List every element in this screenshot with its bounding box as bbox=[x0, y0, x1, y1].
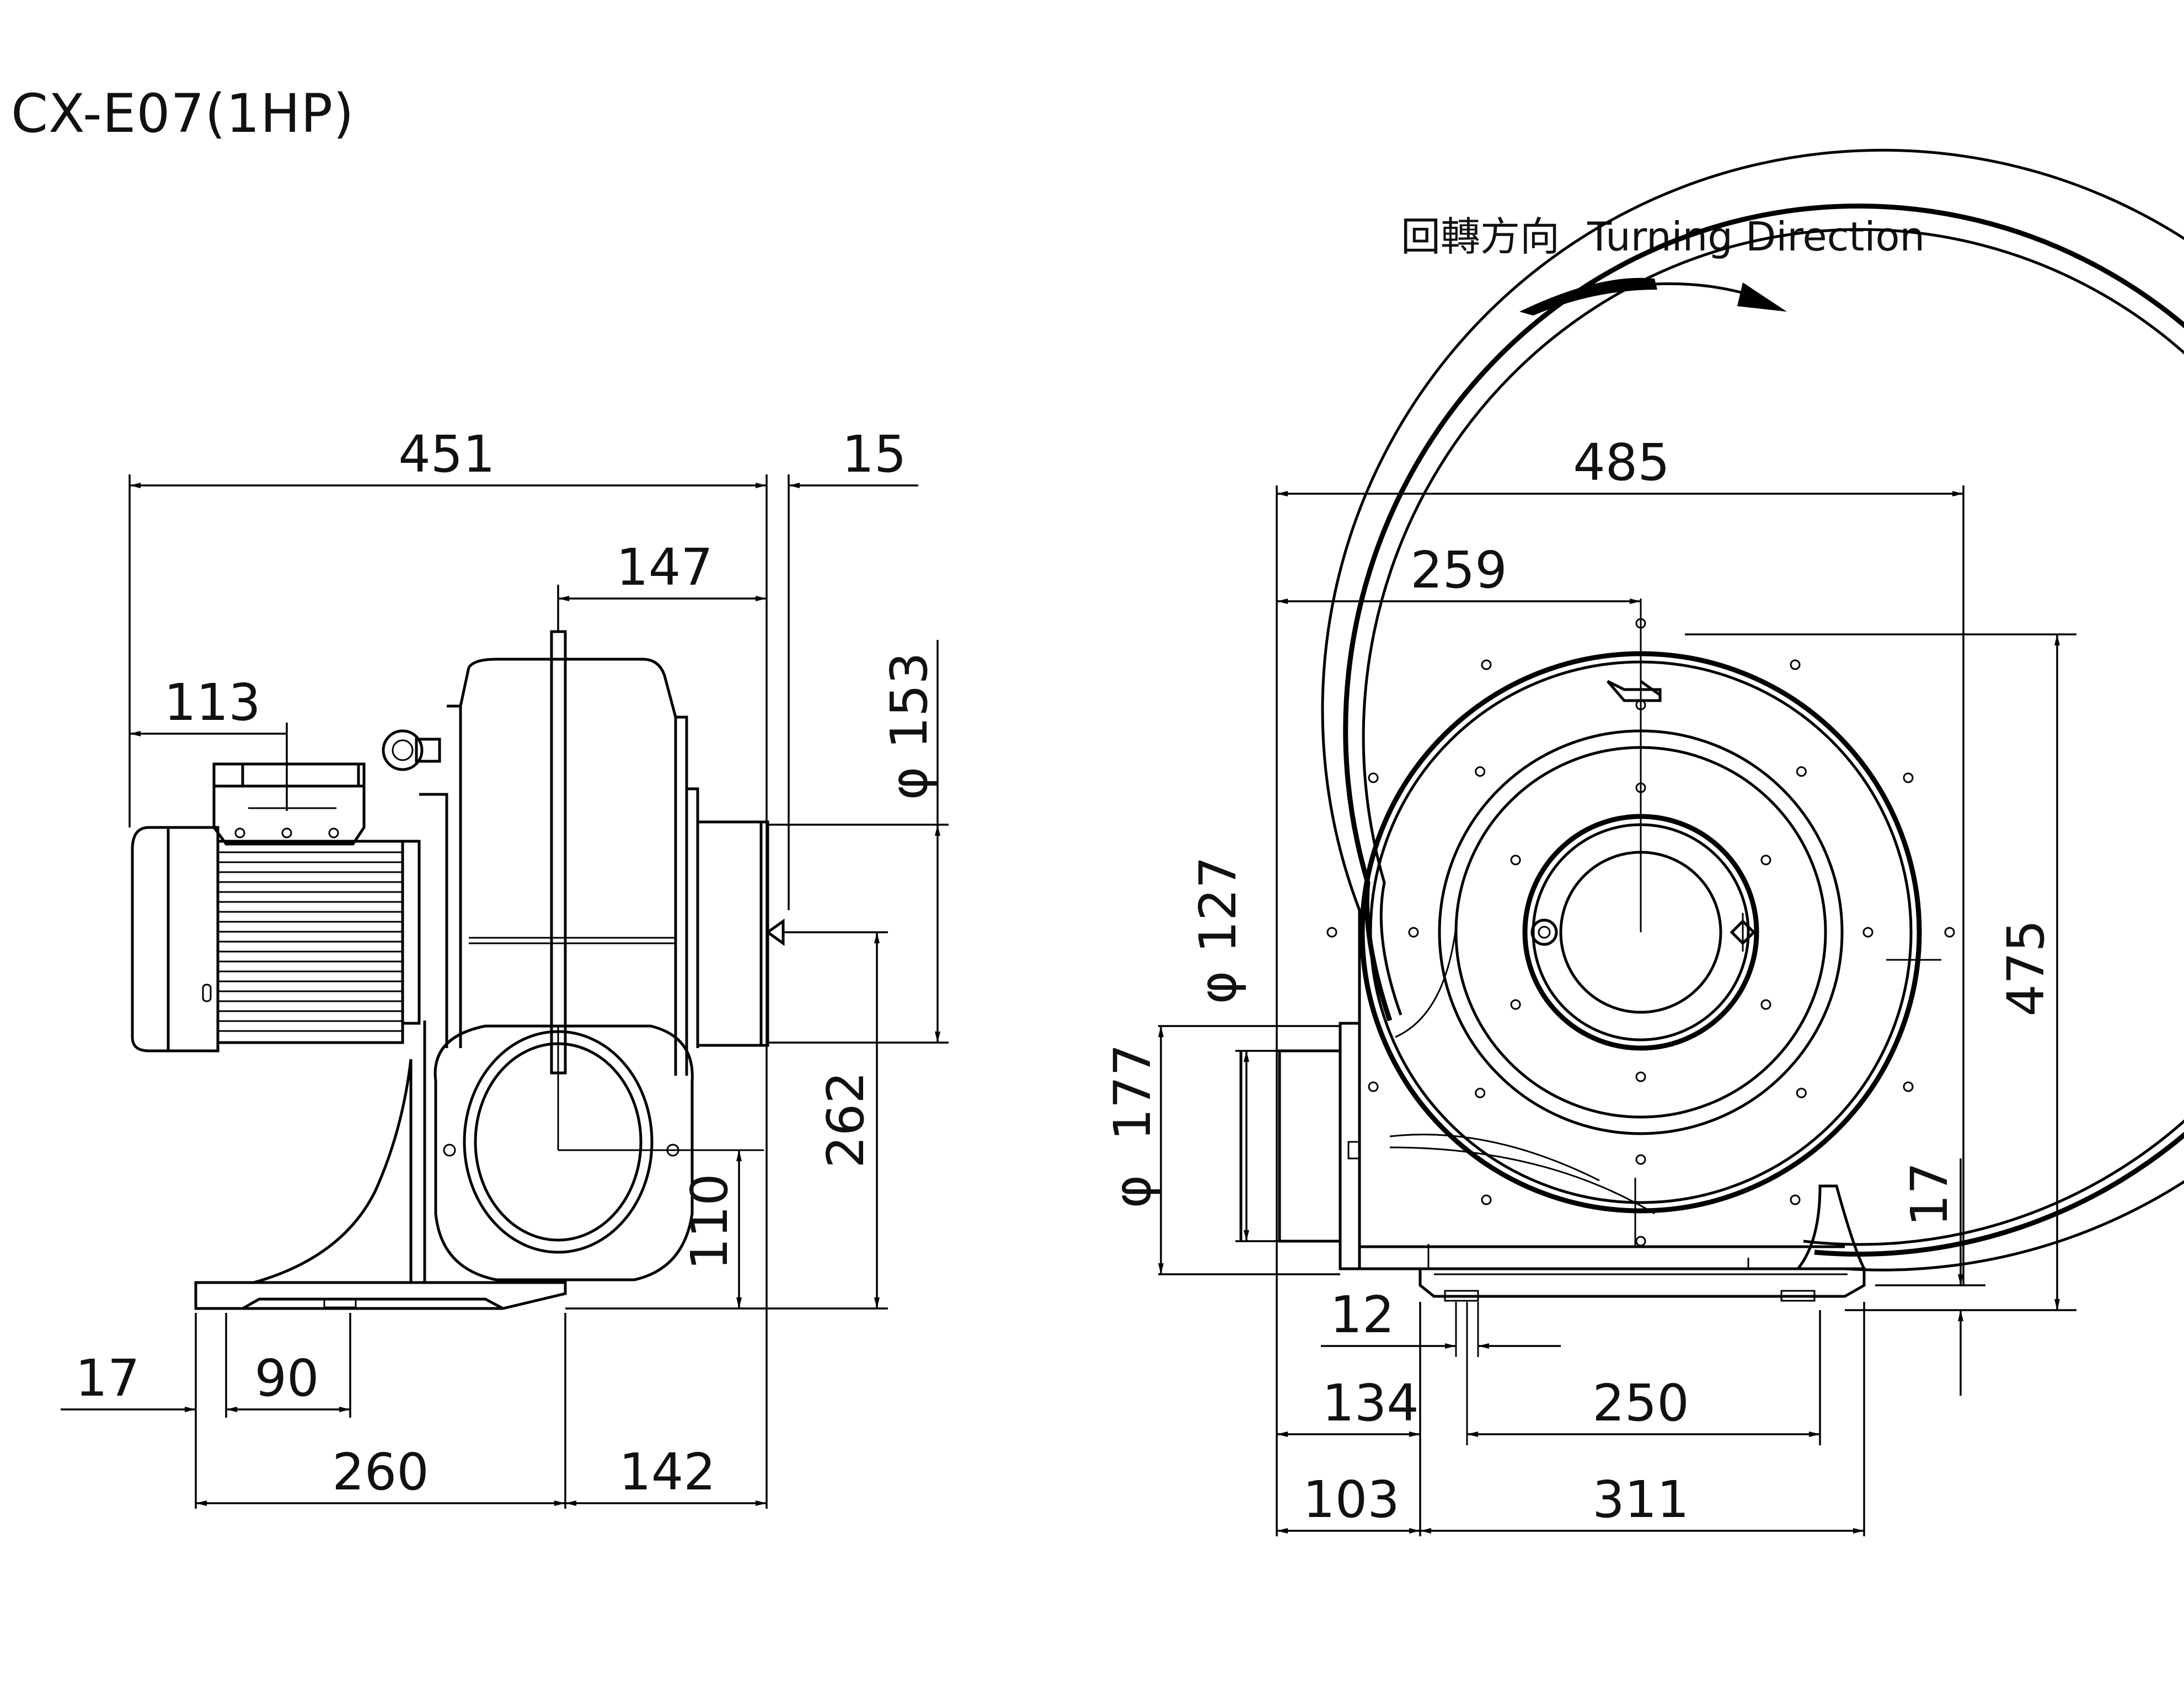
dim-142: 142 bbox=[619, 1443, 716, 1502]
dim-147: 147 bbox=[616, 538, 713, 597]
dim-262: 262 bbox=[816, 1071, 875, 1168]
side-inlet bbox=[433, 1024, 764, 1281]
front-extension-lines bbox=[1158, 485, 2076, 1536]
bolt-hole bbox=[1796, 766, 1807, 777]
front-rotation-mark-icon bbox=[1607, 680, 1662, 702]
dim-153: 153 bbox=[880, 652, 939, 749]
front-center-lines bbox=[1455, 599, 1642, 1445]
dim-diameter-symbol-127: φ bbox=[1189, 971, 1248, 1005]
bolt-hole bbox=[1475, 766, 1486, 777]
dim-103: 103 bbox=[1303, 1470, 1400, 1529]
dim-475: 475 bbox=[1996, 920, 2055, 1017]
side-motor bbox=[131, 826, 421, 1053]
bolt-hole bbox=[1635, 1154, 1646, 1165]
side-housing bbox=[419, 630, 699, 1076]
front-dimension-lines bbox=[1158, 491, 2060, 1534]
side-extension-lines bbox=[129, 474, 949, 1509]
bolt-hole bbox=[1760, 854, 1771, 866]
bolt-hole bbox=[1790, 659, 1801, 670]
bolt-hole bbox=[1475, 1087, 1486, 1098]
bolt-hole bbox=[1408, 927, 1419, 938]
bolt-hole bbox=[1635, 1236, 1646, 1247]
dim-250: 250 bbox=[1592, 1374, 1689, 1433]
bolt-hole bbox=[1790, 1194, 1801, 1205]
drawing-title: CX-E07(1HP) bbox=[11, 83, 355, 145]
dim-12: 12 bbox=[1330, 1285, 1394, 1344]
dim-113: 113 bbox=[164, 673, 261, 732]
bolt-hole bbox=[1760, 999, 1771, 1010]
bolt-hole bbox=[1903, 1081, 1914, 1092]
rotation-arrow-icon bbox=[1519, 277, 1787, 316]
front-housing bbox=[1321, 148, 2184, 1272]
dim-259: 259 bbox=[1410, 541, 1507, 600]
bolt-hole bbox=[1903, 772, 1914, 783]
side-terminal-box bbox=[212, 762, 366, 846]
dim-17-side: 17 bbox=[75, 1349, 140, 1408]
bolt-hole bbox=[1796, 1087, 1807, 1098]
side-base bbox=[194, 1021, 567, 1310]
dim-485: 485 bbox=[1573, 433, 1670, 492]
side-eye-bolt bbox=[382, 729, 441, 771]
front-bolt-holes bbox=[1326, 618, 1955, 1247]
dim-134: 134 bbox=[1322, 1374, 1419, 1433]
side-outlet bbox=[698, 820, 785, 1047]
dim-diameter-symbol-153: φ bbox=[880, 767, 939, 800]
front-dimension-labels: 485 259 12 134 250 103 311 475 φ 127 φ 1… bbox=[1103, 433, 2055, 1529]
dim-90: 90 bbox=[254, 1349, 319, 1408]
front-view: 485 259 12 134 250 103 311 475 φ 127 φ 1… bbox=[1103, 148, 2184, 1536]
side-view: 451 15 147 113 17 90 260 142 φ 153 262 1… bbox=[61, 425, 949, 1509]
bolt-hole bbox=[1944, 927, 1955, 938]
side-dimension-lines bbox=[61, 483, 940, 1506]
bolt-hole bbox=[1481, 659, 1492, 670]
bolt-hole bbox=[1368, 772, 1379, 783]
bolt-hole bbox=[1510, 999, 1521, 1010]
dim-451: 451 bbox=[398, 425, 495, 484]
bolt-hole bbox=[1862, 927, 1873, 938]
dim-15: 15 bbox=[842, 425, 906, 484]
bolt-hole bbox=[1326, 927, 1337, 938]
side-dimension-labels: 451 15 147 113 17 90 260 142 φ 153 262 1… bbox=[75, 425, 939, 1502]
bolt-hole bbox=[1510, 854, 1521, 866]
dim-110: 110 bbox=[680, 1173, 739, 1270]
bolt-hole bbox=[1368, 1081, 1379, 1092]
dim-127: 127 bbox=[1189, 856, 1248, 953]
dim-17-front: 17 bbox=[1900, 1162, 1959, 1226]
front-inlet bbox=[1239, 1022, 1361, 1270]
bolt-hole bbox=[1481, 1194, 1492, 1205]
turning-direction-cn: 回轉方向 bbox=[1401, 213, 1560, 260]
dim-260: 260 bbox=[332, 1443, 429, 1502]
dim-311: 311 bbox=[1592, 1470, 1689, 1529]
dim-177: 177 bbox=[1103, 1044, 1162, 1141]
dim-diameter-symbol-177: φ bbox=[1103, 1175, 1162, 1209]
bolt-hole bbox=[1635, 1071, 1646, 1082]
front-base bbox=[1418, 1184, 1866, 1302]
